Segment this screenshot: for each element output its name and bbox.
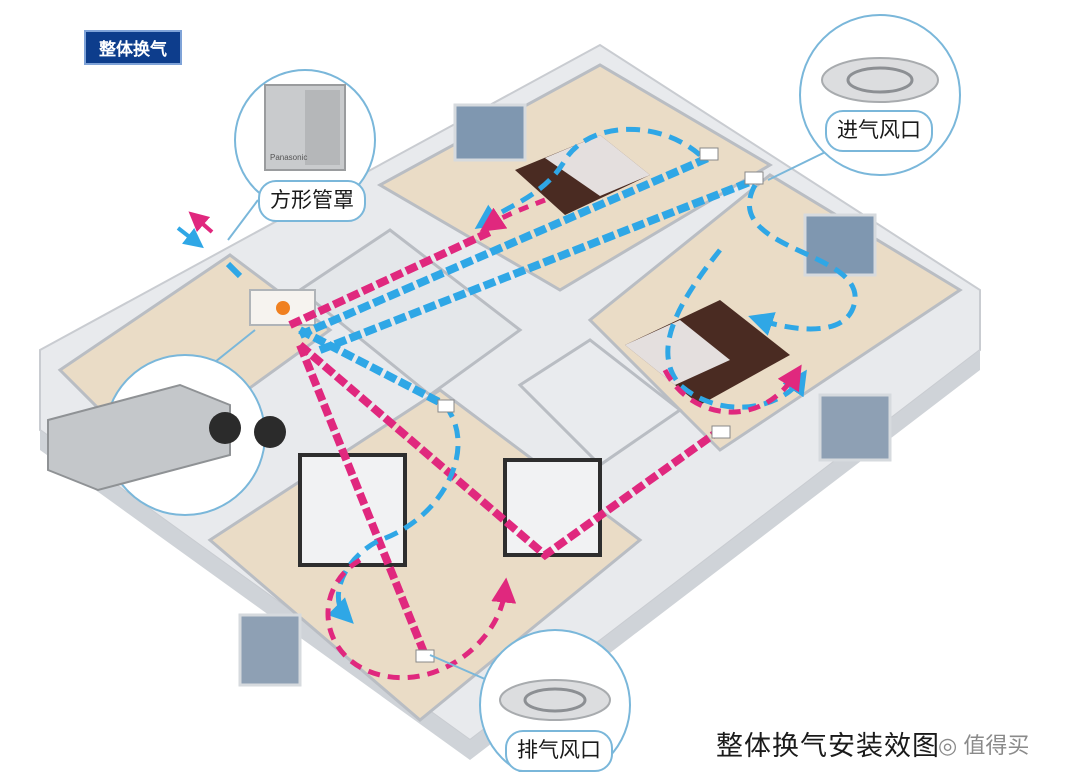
duct-exhaust-top bbox=[288, 228, 492, 329]
supply-diffuser-image bbox=[821, 57, 939, 103]
airflow-master-supply bbox=[746, 183, 858, 336]
vent-living-supply bbox=[437, 399, 455, 413]
callout-line-hood bbox=[227, 199, 259, 241]
airflow-living-exhaust bbox=[325, 557, 517, 681]
site-watermark: ◎ 值得买 bbox=[938, 728, 1029, 760]
window-left-wall bbox=[238, 613, 302, 687]
duct-supply-master bbox=[318, 176, 757, 354]
duct-exhaust-living bbox=[296, 343, 429, 657]
outside-duct-blue bbox=[225, 261, 243, 279]
window-right-wall bbox=[818, 393, 892, 462]
outside-exhaust-arrow bbox=[188, 211, 214, 234]
label-supply-outlet: 进气风口 bbox=[825, 110, 933, 152]
unit-port-left bbox=[209, 412, 241, 444]
hood-brand-text: Panasonic bbox=[270, 153, 307, 162]
caption-text: 整体换气安装效 bbox=[716, 731, 912, 761]
heat-exchanger-image bbox=[47, 383, 231, 492]
watermark-icon: ◎ bbox=[938, 733, 958, 758]
label-exhaust-outlet: 排气风口 bbox=[505, 730, 613, 772]
duct-exhaust-master bbox=[297, 341, 723, 561]
exhaust-diffuser-image bbox=[499, 679, 611, 721]
door-living-right bbox=[503, 458, 602, 557]
vent-top-bedroom bbox=[699, 147, 719, 161]
airflow-top-bedroom bbox=[474, 126, 702, 230]
window-top bbox=[453, 103, 527, 162]
exhaust-diffuser-rings bbox=[523, 687, 587, 713]
vent-master-exhaust bbox=[711, 425, 731, 439]
label-square-hood: 方形管罩 bbox=[258, 180, 366, 222]
bed-master-linen bbox=[625, 320, 730, 385]
unit-port-right bbox=[254, 416, 286, 448]
airflow-top-bedroom-return bbox=[479, 197, 546, 232]
ventilation-type-badge: 整体换气 bbox=[84, 30, 182, 65]
vent-master-supply bbox=[744, 171, 764, 185]
supply-diffuser-rings bbox=[846, 66, 914, 94]
caption-end: 图 bbox=[912, 731, 940, 761]
duct-supply-living bbox=[298, 326, 447, 409]
outside-supply-arrow bbox=[176, 226, 204, 249]
square-hood-louver bbox=[305, 90, 340, 165]
unit-indicator bbox=[276, 301, 290, 315]
room-closet bbox=[517, 338, 683, 467]
window-master bbox=[803, 213, 877, 277]
duct-supply-top bbox=[298, 151, 717, 339]
watermark-text: 值得买 bbox=[963, 733, 1030, 758]
airflow-living-supply bbox=[327, 403, 461, 624]
diagram-caption: 整体换气安装效图 bbox=[716, 724, 940, 763]
